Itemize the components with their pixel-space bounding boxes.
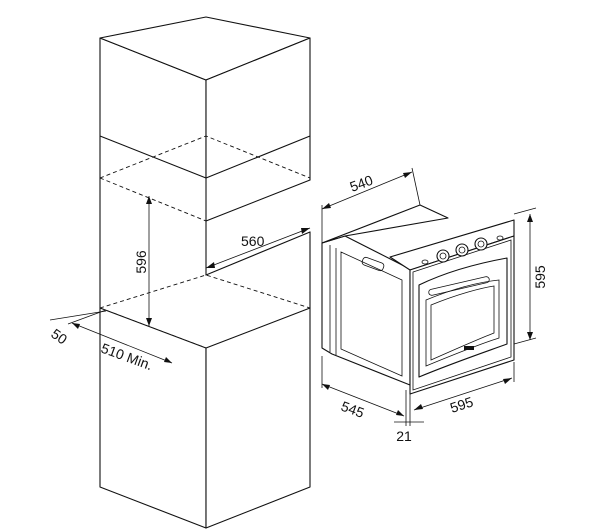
oven-width-label: 595 — [448, 393, 475, 416]
oven — [321, 204, 515, 395]
knob-center-icon — [455, 243, 469, 257]
door-handle — [428, 276, 490, 296]
oven-top — [321, 204, 449, 244]
door-window — [425, 279, 500, 367]
cabinet-lower-front — [99, 307, 207, 529]
front-thickness-label: 21 — [396, 428, 412, 444]
niche-height-label: 596 — [133, 250, 149, 274]
oven-total-depth-label: 545 — [339, 398, 367, 421]
brand-badge — [464, 346, 474, 350]
knob-left-icon — [436, 249, 450, 263]
oven-depth-label: 540 — [348, 172, 376, 195]
niche-width-dimension: 560 — [205, 227, 311, 269]
front-thickness-dimension: 21 — [394, 394, 424, 444]
oven-height-dimension: 595 — [513, 207, 548, 345]
oven-door — [418, 257, 508, 378]
oven-total-depth-dimension: 545 — [321, 356, 407, 421]
cabinet — [99, 16, 311, 529]
niche-height-dimension: 596 — [133, 196, 152, 326]
side-handle-recess — [361, 256, 385, 272]
niche-width-label: 560 — [241, 233, 265, 249]
cabinet-lower-side — [205, 307, 311, 529]
indicator-light-icon — [421, 259, 429, 265]
rear-gap-label: 50 — [48, 325, 70, 347]
oven-depth-dimension: 540 — [321, 167, 421, 243]
oven-height-label: 595 — [532, 265, 548, 289]
control-knobs — [421, 235, 504, 265]
oven-width-dimension: 595 — [413, 362, 515, 416]
knob-right-icon — [474, 237, 488, 251]
